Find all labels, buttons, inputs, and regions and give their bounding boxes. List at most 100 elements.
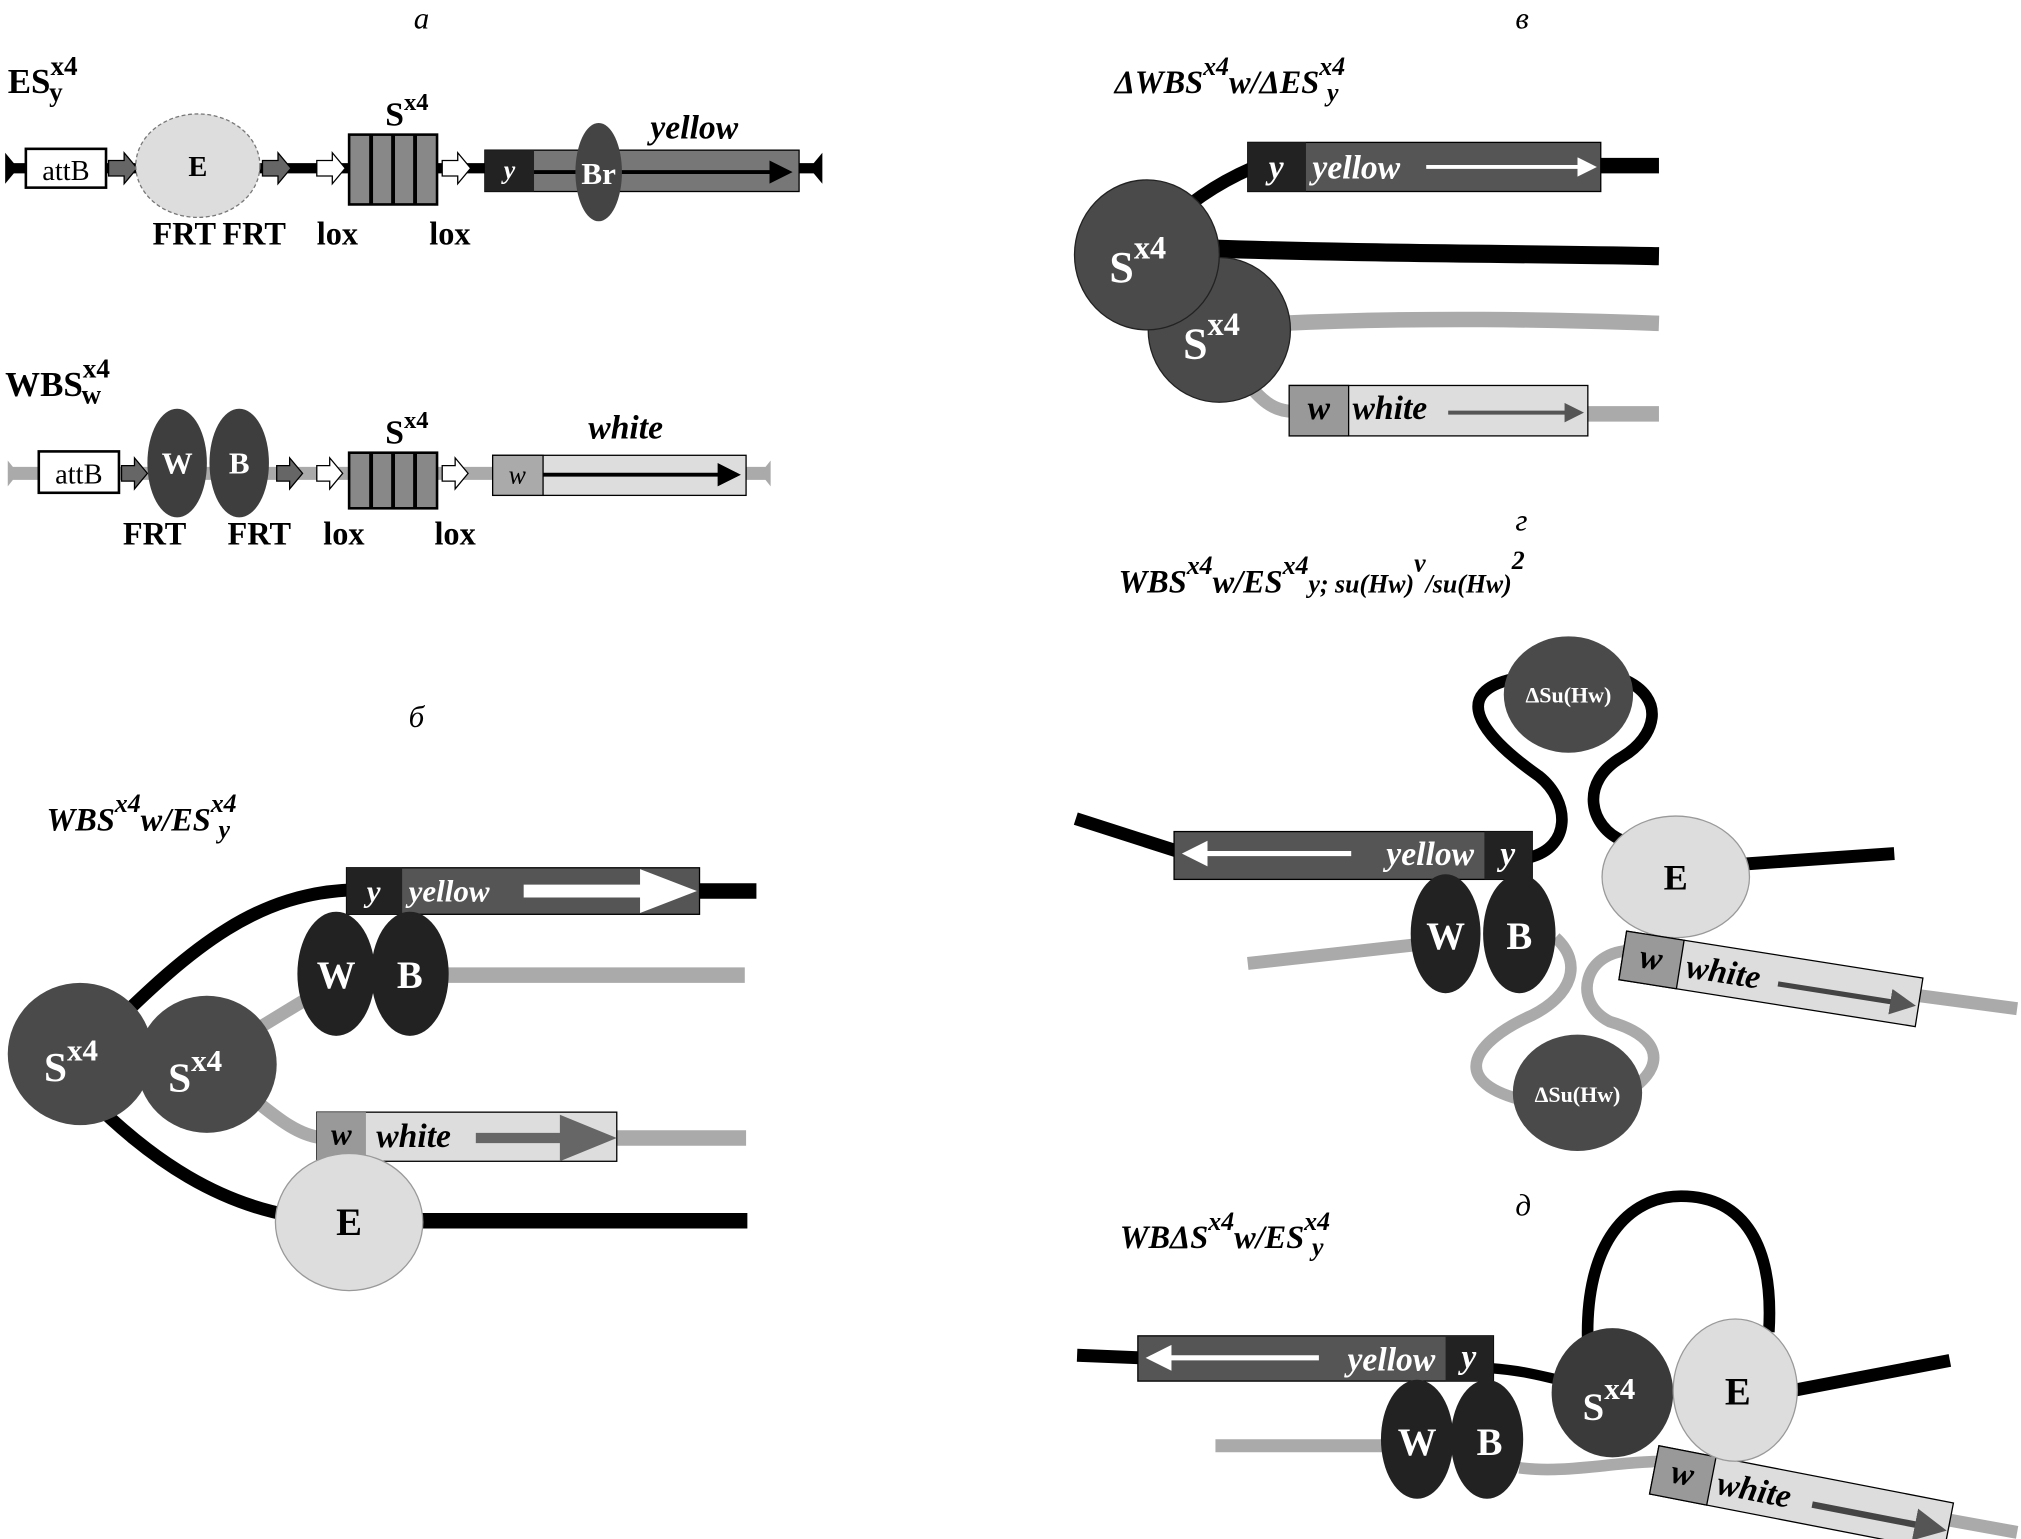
enhancer-label: E [1725,1370,1751,1413]
s-x4-complex [1551,1328,1674,1458]
insulator-w [1410,874,1481,994]
transcription-arrow-icon [475,1114,617,1162]
site-label: FRT [123,516,187,552]
y-label: y [501,156,516,185]
w-label: W [1398,1421,1437,1464]
site-label: FRT [228,516,292,552]
site-label: lox [323,516,364,552]
w-label: w [509,461,527,490]
lox-arrow-icon [316,150,347,186]
gene-label-white: white [1353,390,1428,427]
gene-label-yellow: yellow [405,873,490,908]
site-label: lox [429,216,470,252]
frt-arrow-icon [120,456,149,491]
w-label: w [1308,390,1331,427]
delta-su-hw-protein [1512,1034,1643,1151]
br-label: Br [581,156,616,191]
y-promoter-box [484,150,535,192]
panel-label: д [1515,1188,1531,1223]
enhancer-label: E [336,1201,362,1244]
lox-arrow-icon [441,150,472,186]
panel-g: г WBSx4w/ESx4y; su(Hw)v/su(Hw)2 ΔSu(Hw) … [1073,502,2018,1151]
w-label: W [1426,915,1465,958]
s-x4-label: Sx4 [385,89,428,134]
gene-label-yellow: yellow [1382,836,1474,873]
insulator-b [209,408,269,518]
s-x4-label: Sx4 [1109,230,1166,292]
delta-su-hw-label: ΔSu(Hw) [1535,1082,1621,1107]
site-label: lox [434,516,475,552]
gene-label-white: white [376,1118,451,1155]
enhancer-e [1672,1318,1798,1462]
panel-label: а [414,1,430,36]
insulator-b [1450,1379,1524,1499]
transcription-arrow-icon [1777,981,1916,1015]
panel-label: г [1515,502,1527,537]
y-label: y [363,873,381,908]
insulator-w [147,408,207,518]
site-label: FRT [222,216,286,252]
gene-label-yellow: yellow [1344,1342,1436,1379]
panel-label: в [1515,1,1528,36]
white-gene-box: w white [1618,930,1924,1028]
insulator-b [1483,874,1556,994]
transcription-arrow-icon [1811,1501,1947,1539]
white-gene-box: w white [1648,1444,1955,1539]
delta-su-hw-protein [1503,636,1634,753]
lox-arrow-icon [316,456,344,491]
panel-label: б [409,699,426,734]
b-label: B [229,445,250,480]
attb-label: attB [55,460,102,491]
s-x4-complex [137,995,277,1133]
insulator-w [297,911,375,1036]
y-label: y [1496,836,1516,873]
b-label: B [397,954,423,997]
w-label: W [317,954,356,997]
transcription-arrow-icon [523,869,697,914]
attb-box [37,450,121,495]
y-label: y [1457,1339,1477,1376]
enhancer-e [274,1152,424,1292]
s-x4-label: Sx4 [44,1032,98,1090]
b-label: B [1477,1421,1503,1464]
gene-label-white: white [588,409,663,446]
frt-arrow-icon [276,456,304,491]
w-label: w [331,1116,352,1151]
genotype-title: WBSx4w/ESx4y; su(Hw)v/su(Hw)2 [1118,546,1524,599]
gene-label-yellow: yellow [646,110,738,147]
s-x4-label: Sx4 [1583,1371,1636,1429]
insulator-b [371,911,449,1036]
site-label: FRT [153,216,217,252]
s-x4-label: Sx4 [385,407,428,452]
s-x4-complex [7,982,153,1126]
s-x4-label: Sx4 [1183,306,1240,368]
insulator-w [1380,1379,1454,1499]
site-label: lox [317,216,358,252]
enhancer-e [1601,815,1751,939]
w-label: W [162,445,193,480]
frt-arrow-icon [261,150,292,186]
enhancer-e [135,113,261,219]
b-label: B [1506,915,1532,958]
lox-arrow-icon [441,456,469,491]
s-x4-label: Sx4 [168,1043,222,1101]
s-x4-complex [1073,179,1220,331]
br-enhancer [575,122,622,222]
attb-label: attB [42,156,89,187]
enhancer-label: E [1664,858,1688,898]
gene-label-yellow: yellow [1308,150,1400,187]
attb-box [24,147,108,189]
y-label: y [1265,150,1285,187]
frt-arrow-icon [107,150,138,186]
enhancer-label: E [188,152,207,183]
